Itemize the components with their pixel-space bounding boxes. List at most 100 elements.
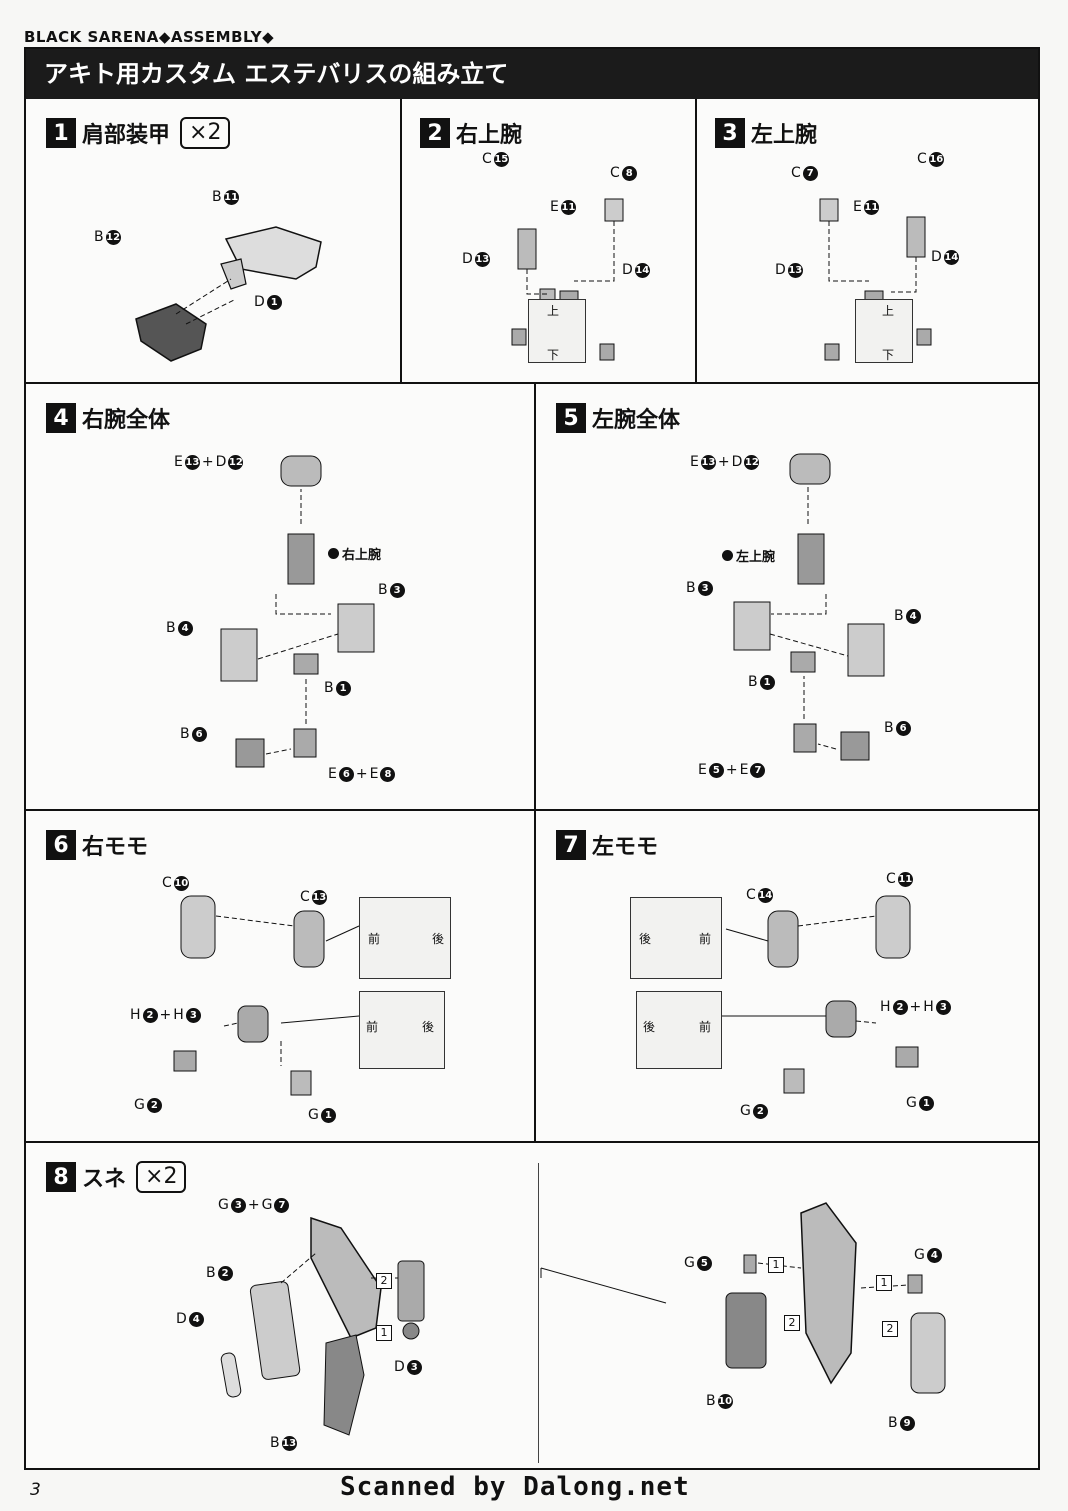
- part-illustration: [173, 895, 360, 1096]
- order-number: 1: [768, 1257, 784, 1273]
- part-illustration: [733, 453, 885, 761]
- step-number: 2: [420, 118, 450, 148]
- divider: [695, 99, 697, 382]
- divider: [26, 809, 1038, 811]
- step-number: 1: [46, 118, 76, 148]
- order-number: 1: [876, 1275, 892, 1291]
- reference-label: 右上腕: [328, 544, 381, 563]
- divider: [26, 1141, 1038, 1143]
- reference-label: 左上腕: [722, 546, 775, 565]
- step-number: 5: [556, 403, 586, 433]
- step-title: 左腕全体: [592, 408, 681, 433]
- quantity-badge: ×2: [180, 117, 231, 149]
- step-number: 4: [46, 403, 76, 433]
- orientation-inset: 後 前: [636, 991, 722, 1069]
- step-number: 6: [46, 830, 76, 860]
- footer-credit: Scanned by Dalong.net: [340, 1472, 690, 1502]
- page-number: 3: [30, 1480, 41, 1500]
- step-title: 左モモ: [592, 835, 659, 860]
- orientation-inset: 上 下: [528, 299, 586, 363]
- order-number: 2: [376, 1273, 392, 1289]
- divider: [534, 382, 536, 1141]
- page-title: アキト用カスタム エステバリスの組み立て: [26, 49, 1038, 99]
- orientation-inset: 上 下: [855, 299, 913, 363]
- orientation-inset: 後 前: [630, 897, 722, 979]
- part-illustration: [135, 226, 322, 362]
- step-number: 8: [46, 1162, 76, 1192]
- step-title: 右モモ: [82, 835, 149, 860]
- divider: [26, 382, 1038, 384]
- part-illustration: [220, 455, 375, 768]
- step-number: 7: [556, 830, 586, 860]
- step-title: 肩部装甲: [82, 123, 171, 148]
- step-title: 左上腕: [751, 123, 818, 148]
- step-title: スネ: [82, 1167, 127, 1192]
- step-title: 右腕全体: [82, 408, 171, 433]
- orientation-inset: 前 後: [359, 991, 445, 1069]
- part-illustration: [722, 895, 919, 1094]
- header-line: BLACK SARENA◆ASSEMBLY◆: [24, 28, 275, 46]
- quantity-badge: ×2: [136, 1161, 187, 1193]
- step-number: 3: [715, 118, 745, 148]
- order-number: 2: [882, 1321, 898, 1337]
- order-number: 1: [376, 1325, 392, 1341]
- step-title: 右上腕: [456, 123, 523, 148]
- part-illustration: [220, 1202, 946, 1436]
- divider: [400, 99, 402, 382]
- divider: [538, 1163, 539, 1463]
- orientation-inset: 前 後: [359, 897, 451, 979]
